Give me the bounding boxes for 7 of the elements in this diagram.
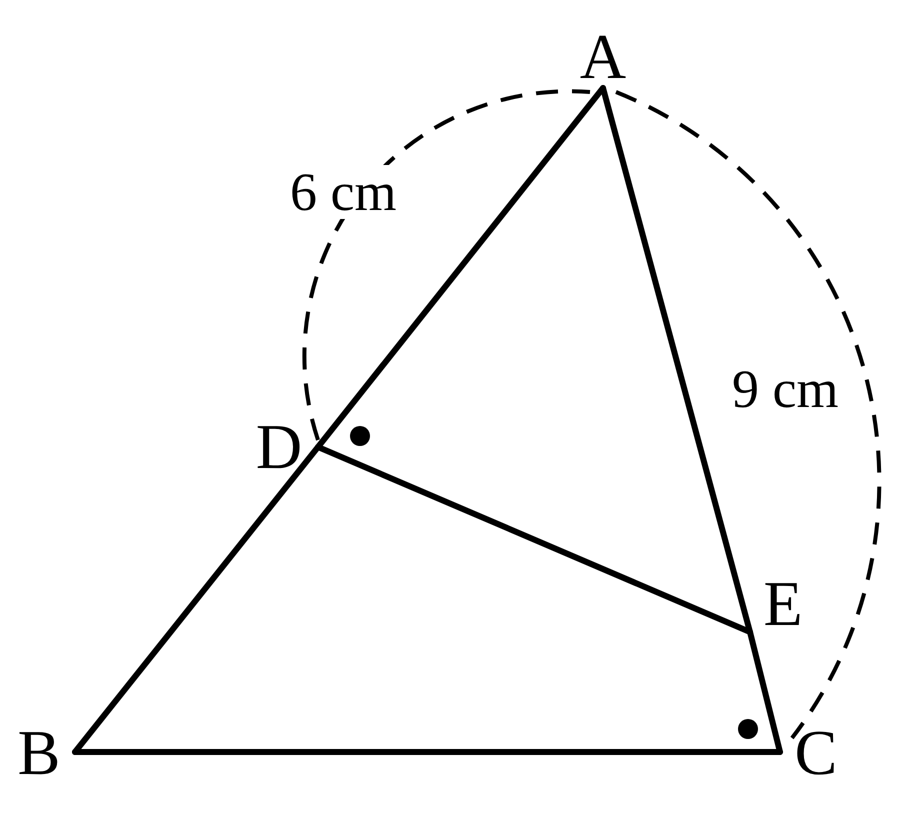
vertex-label: D	[256, 415, 302, 479]
vertex-label: A	[580, 25, 626, 89]
vertex-label: E	[763, 572, 803, 636]
line-segment	[315, 444, 753, 635]
vertex-label: C	[794, 721, 838, 785]
length-label: 6 cm	[290, 165, 396, 219]
vertex-label: B	[18, 721, 60, 785]
